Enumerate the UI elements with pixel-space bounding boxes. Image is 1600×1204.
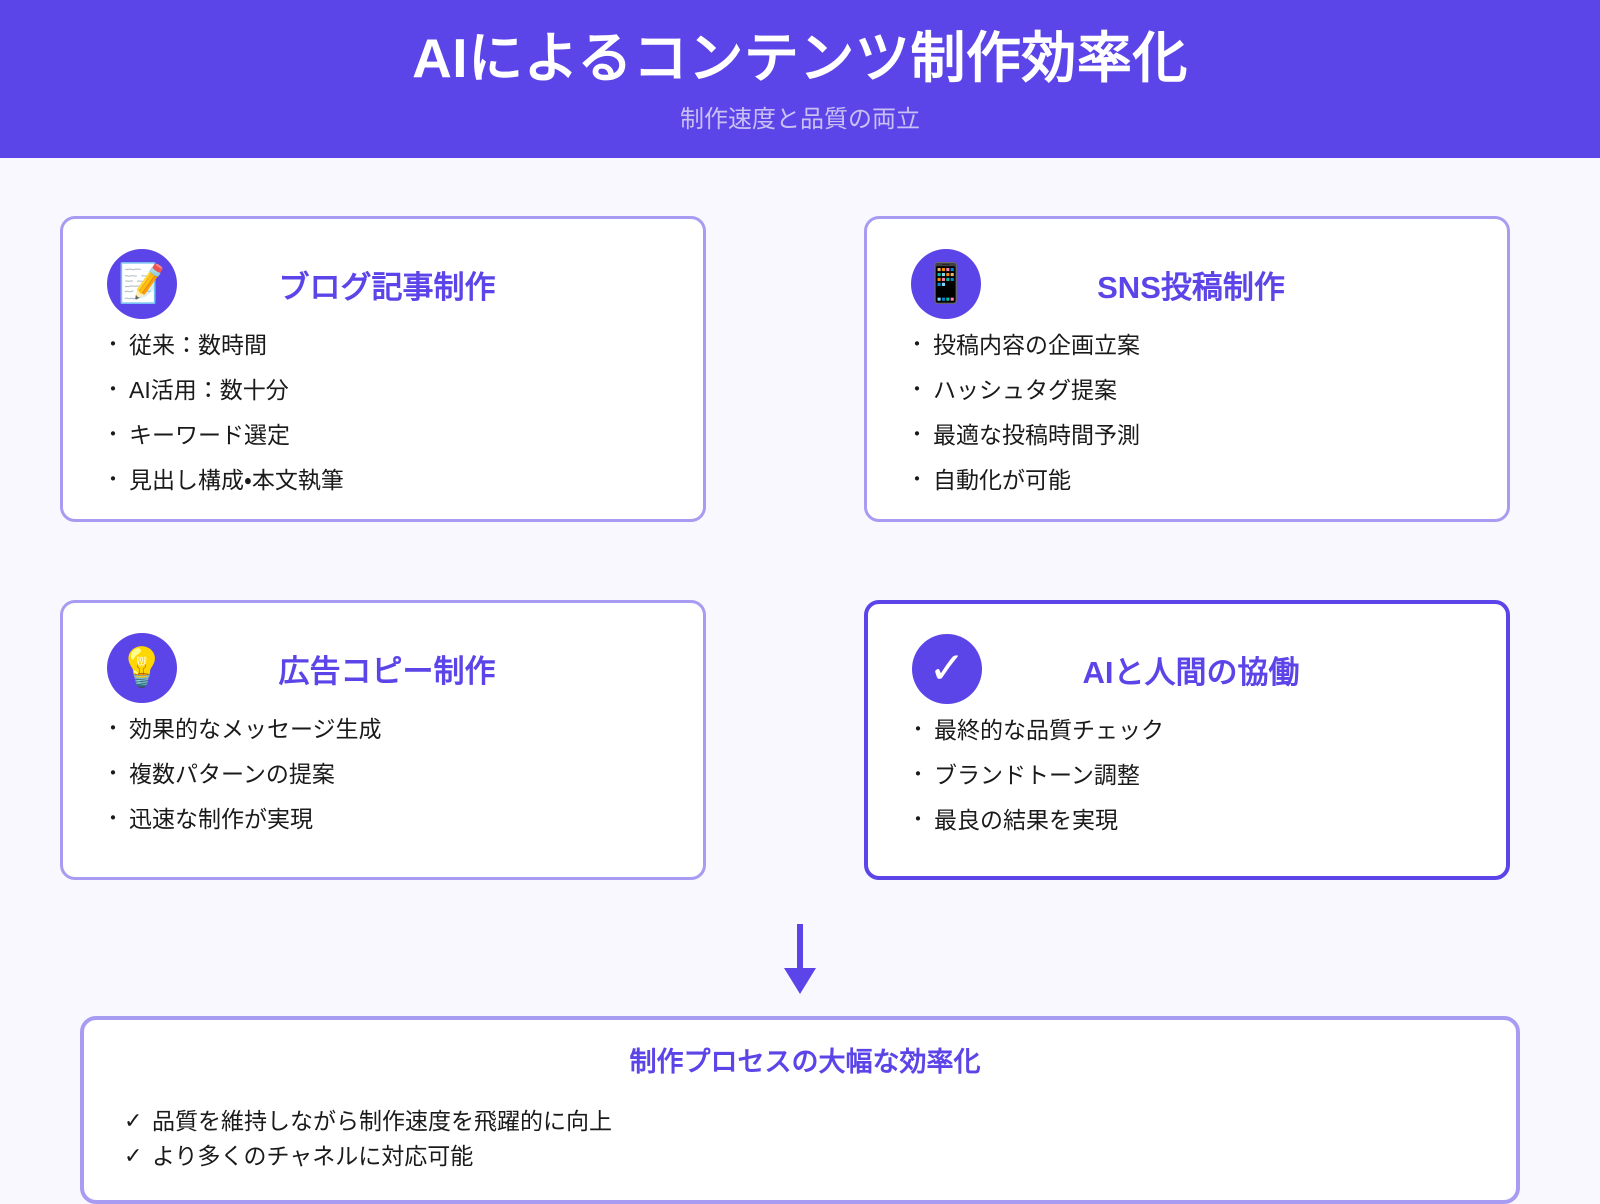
bullet-icon: ・ <box>908 763 928 786</box>
card-bullet-list: ・ 効果的なメッセージ生成 ・ 複数パターンの提案 ・ 迅速な制作が実現 <box>89 715 677 835</box>
summary-container: 制作プロセスの大幅な効率化 ✓ 品質を維持しながら制作速度を飛躍的に向上 ✓ よ… <box>0 1016 1600 1204</box>
card-title: SNS投稿制作 <box>1097 269 1285 305</box>
bullet-icon: ・ <box>103 762 123 785</box>
card-bullet-list: ・ 最終的な品質チェック ・ ブランドトーン調整 ・ 最良の結果を実現 <box>894 716 1480 836</box>
card-blog-article[interactable]: 📝 ブログ記事制作 ・ 従来：数時間 ・ AI活用：数十分 ・ キーワード選定 … <box>60 216 706 522</box>
list-item-label: 効果的なメッセージ生成 <box>129 716 382 742</box>
check-icon: ✓ <box>124 1108 143 1133</box>
bullet-icon: ・ <box>103 468 123 491</box>
check-icon: ✓ <box>124 1143 143 1169</box>
list-item-label: ブランドトーン調整 <box>934 761 1140 788</box>
list-item: ・ 効果的なメッセージ生成 <box>103 715 677 745</box>
list-item-label: 複数パターンの提案 <box>129 760 335 787</box>
list-item: ・ 最適な投稿時間予測 <box>907 421 1481 451</box>
page-subtitle: 制作速度と品質の両立 <box>680 105 920 133</box>
list-item: ・ 最良の結果を実現 <box>908 806 1480 836</box>
list-item: ・ 見出し構成・本文執筆 <box>103 466 677 496</box>
list-item-label: 見出し構成・本文執筆 <box>129 466 344 493</box>
bullet-icon: ・ <box>103 807 123 830</box>
bullet-icon: ・ <box>908 719 928 741</box>
list-item: ・ 迅速な制作が実現 <box>103 805 677 835</box>
card-header: ✓ AIと人間の協働 <box>894 626 1480 712</box>
card-sns-post[interactable]: 📱 SNS投稿制作 ・ 投稿内容の企画立案 ・ ハッシュタグ提案 ・ 最適な投稿… <box>864 216 1510 522</box>
list-item-label: 自動化が可能 <box>933 466 1071 493</box>
list-item-label: 投稿内容の企画立案 <box>933 332 1140 358</box>
card-ai-human-collaboration[interactable]: ✓ AIと人間の協働 ・ 最終的な品質チェック ・ ブランドトーン調整 ・ 最良… <box>864 600 1510 880</box>
list-item-label: ハッシュタグ提案 <box>933 376 1117 403</box>
list-item-label: 最終的な品質チェック <box>934 717 1164 743</box>
memo-icon: 📝 <box>107 249 177 319</box>
card-title: AIと人間の協働 <box>1082 654 1300 690</box>
page-header: AIによるコンテンツ制作効率化 制作速度と品質の両立 <box>0 0 1600 158</box>
bullet-icon: ・ <box>103 423 123 446</box>
bullet-icon: ・ <box>907 378 927 401</box>
bullet-icon: ・ <box>907 468 927 491</box>
bullet-icon: ・ <box>103 718 123 740</box>
list-item: ・ 従来：数時間 <box>103 331 677 361</box>
list-item: ・ ブランドトーン調整 <box>908 761 1480 791</box>
list-item: ・ 最終的な品質チェック <box>908 716 1480 746</box>
bullet-icon: ・ <box>103 334 123 356</box>
list-item: ・ キーワード選定 <box>103 421 677 451</box>
card-title: ブログ記事制作 <box>278 269 496 305</box>
list-item: ・ 自動化が可能 <box>907 466 1481 496</box>
page-title: AIによるコンテンツ制作効率化 <box>412 27 1188 89</box>
list-item-label: AI活用：数十分 <box>129 376 289 403</box>
bullet-icon: ・ <box>908 808 928 831</box>
list-item: ✓ より多くのチャネルに対応可能 <box>124 1140 1486 1173</box>
light-bulb-icon: 💡 <box>107 633 177 703</box>
card-bullet-list: ・ 投稿内容の企画立案 ・ ハッシュタグ提案 ・ 最適な投稿時間予測 ・ 自動化… <box>893 331 1481 496</box>
list-item-label: 最適な投稿時間予測 <box>933 421 1140 448</box>
list-item: ✓ 品質を維持しながら制作速度を飛躍的に向上 <box>124 1105 1486 1138</box>
list-item-label: 従来：数時間 <box>129 332 267 358</box>
bullet-icon: ・ <box>907 423 927 446</box>
card-title: 広告コピー制作 <box>278 653 496 689</box>
card-header: 📝 ブログ記事制作 <box>89 241 677 327</box>
list-item-label: キーワード選定 <box>129 421 290 448</box>
summary-list: ✓ 品質を維持しながら制作速度を飛躍的に向上 ✓ より多くのチャネルに対応可能 <box>124 1105 1486 1174</box>
flow-arrow-container <box>0 924 1600 1004</box>
card-header: 💡 広告コピー制作 <box>89 625 677 711</box>
summary-box[interactable]: 制作プロセスの大幅な効率化 ✓ 品質を維持しながら制作速度を飛躍的に向上 ✓ よ… <box>80 1016 1520 1204</box>
card-bullet-list: ・ 従来：数時間 ・ AI活用：数十分 ・ キーワード選定 ・ 見出し構成・本文… <box>89 331 677 496</box>
bullet-icon: ・ <box>103 378 123 401</box>
arrow-head <box>784 968 816 994</box>
mobile-phone-icon: 📱 <box>911 249 981 319</box>
list-item: ・ 複数パターンの提案 <box>103 760 677 790</box>
card-header: 📱 SNS投稿制作 <box>893 241 1481 327</box>
list-item: ・ ハッシュタグ提案 <box>907 376 1481 406</box>
check-mark-icon: ✓ <box>912 634 982 704</box>
card-ad-copy[interactable]: 💡 広告コピー制作 ・ 効果的なメッセージ生成 ・ 複数パターンの提案 ・ 迅速… <box>60 600 706 880</box>
list-item: ・ AI活用：数十分 <box>103 376 677 406</box>
list-item-label: 品質を維持しながら制作速度を飛躍的に向上 <box>152 1108 612 1134</box>
bullet-icon: ・ <box>907 334 927 356</box>
arrow-shaft <box>797 924 803 972</box>
summary-title: 制作プロセスの大幅な効率化 <box>629 1047 981 1077</box>
list-item-label: 迅速な制作が実現 <box>129 805 313 832</box>
list-item-label: 最良の結果を実現 <box>934 806 1118 833</box>
list-item: ・ 投稿内容の企画立案 <box>907 331 1481 361</box>
card-grid: 📝 ブログ記事制作 ・ 従来：数時間 ・ AI活用：数十分 ・ キーワード選定 … <box>0 158 1600 880</box>
list-item-label: より多くのチャネルに対応可能 <box>152 1143 474 1170</box>
